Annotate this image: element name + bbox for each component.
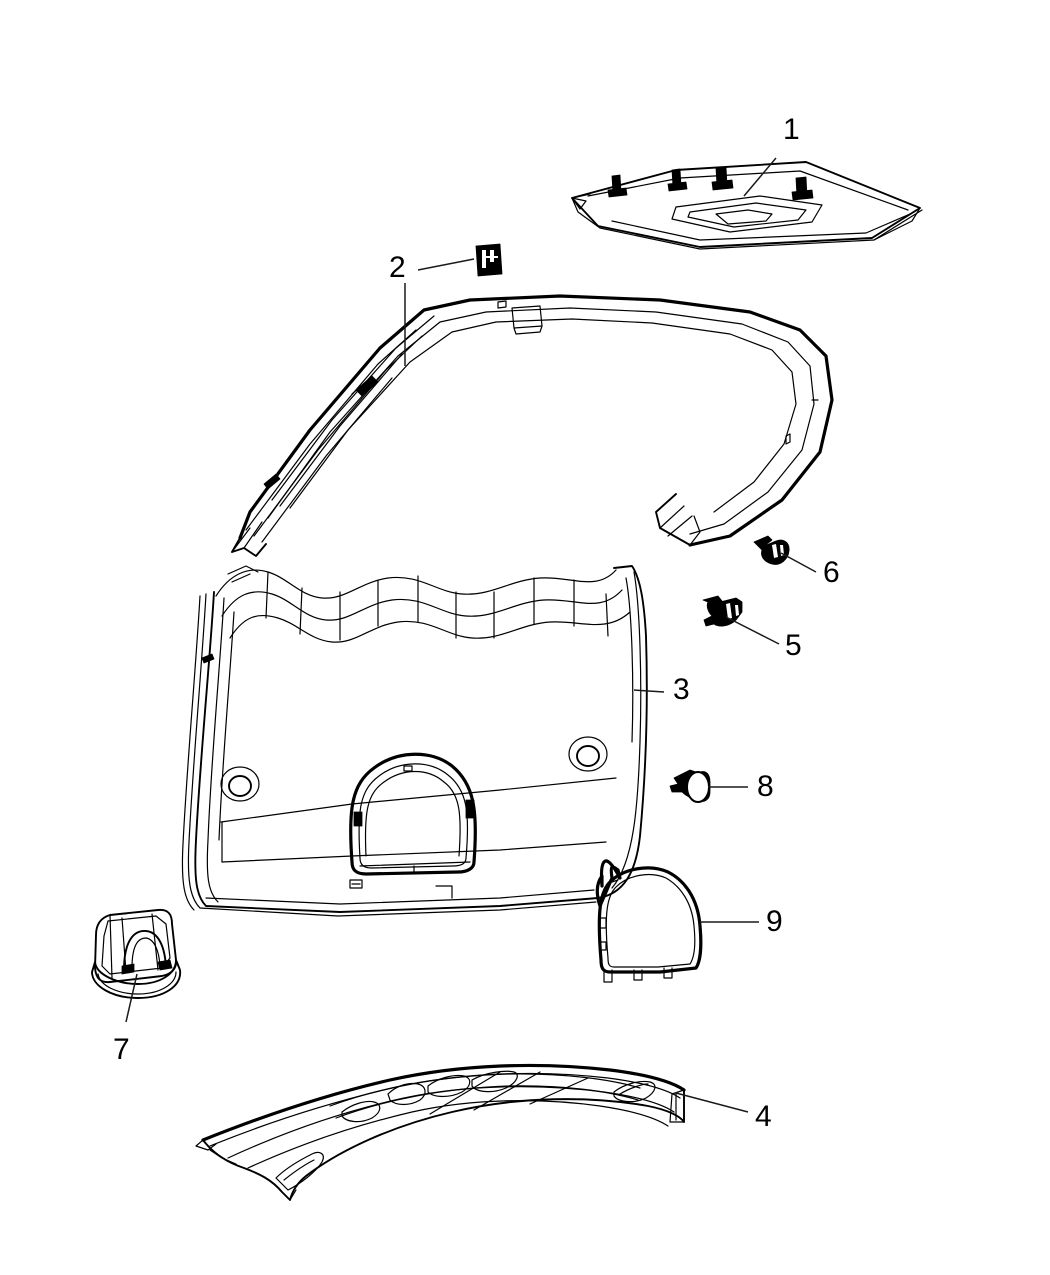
part-2-liftgate-opening-pillar-trim[interactable]: [231, 294, 834, 557]
callout-number-5[interactable]: 5: [785, 629, 802, 662]
callout-number-3[interactable]: 3: [673, 673, 690, 706]
leader-line-3: [633, 689, 665, 693]
callout-number-7[interactable]: 7: [113, 1033, 130, 1066]
part-7-grab-handle-bezel[interactable]: [91, 908, 181, 999]
part-8-push-pin-retainer[interactable]: [669, 769, 711, 803]
leader-line-4: [675, 1092, 749, 1113]
leader-line-7: [125, 973, 138, 1023]
leader-line-5: [725, 616, 780, 645]
part-2-trim-retainer-clip[interactable]: [475, 243, 503, 277]
leader-line-1: [743, 157, 777, 197]
part-1-upper-header-trim-panel[interactable]: [571, 161, 923, 250]
callout-number-9[interactable]: 9: [766, 905, 783, 938]
callout-number-8[interactable]: 8: [757, 770, 774, 803]
callout-number-1[interactable]: 1: [783, 113, 800, 146]
part-9-latch-access-cover[interactable]: [595, 859, 703, 983]
callout-number-4[interactable]: 4: [755, 1100, 772, 1133]
callout-number-2[interactable]: 2: [389, 251, 406, 284]
callout-leader-lines: [125, 157, 817, 1113]
leader-line-2-clip: [417, 258, 475, 271]
part-3-liftgate-inner-trim-panel[interactable]: [181, 565, 648, 917]
leader-line-6: [780, 552, 817, 573]
part-6-push-clip-fastener[interactable]: [753, 535, 790, 565]
part-4-lower-scuff-sill-trim[interactable]: [195, 1063, 686, 1201]
part-5-screw-fastener[interactable]: [702, 595, 743, 627]
callout-number-6[interactable]: 6: [823, 556, 840, 589]
part-1-mounting-clips: [607, 166, 814, 201]
